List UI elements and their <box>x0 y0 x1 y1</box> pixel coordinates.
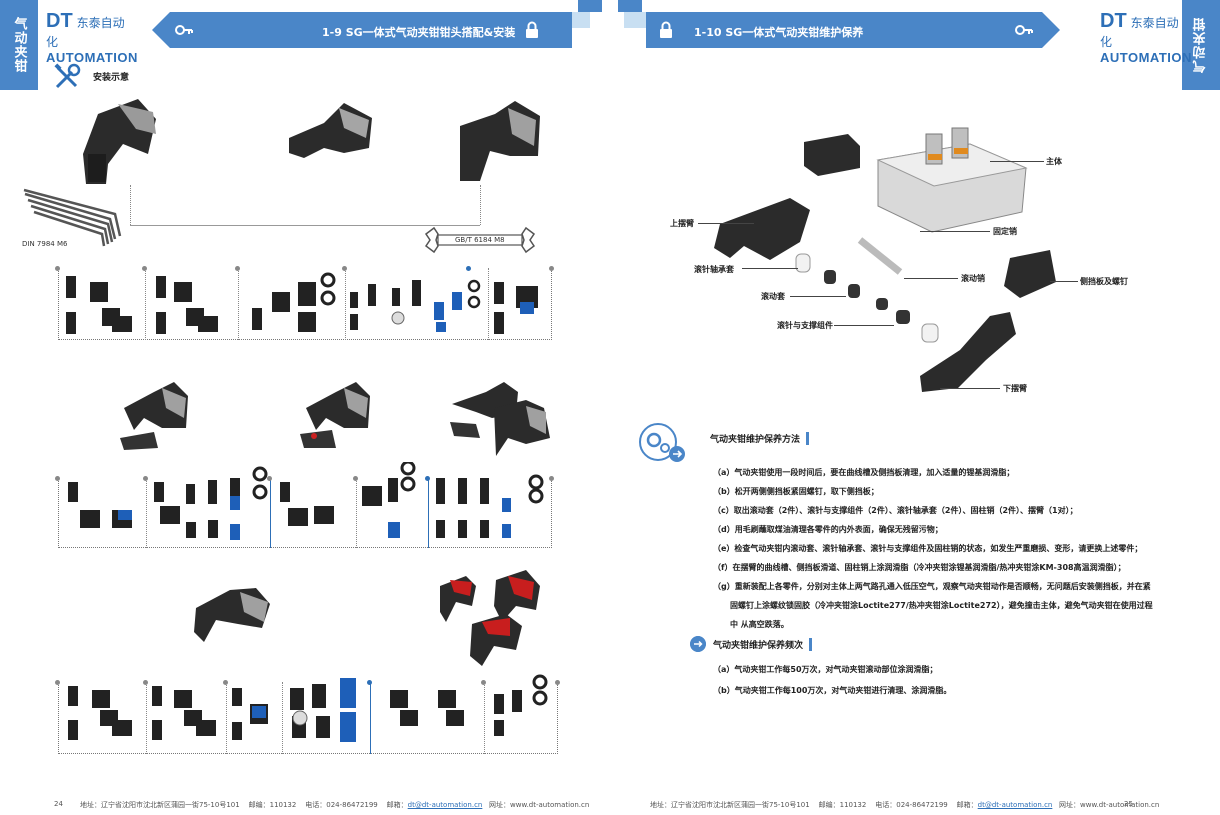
footer-address: 地址：辽宁省沈阳市沈北新区蒲园一街75-10号101 <box>650 801 810 809</box>
key-icon <box>1014 20 1034 40</box>
wrench-label: GB/T 6184 M8 <box>455 236 505 244</box>
lock-icon <box>656 20 676 40</box>
logo-dt: DT <box>1100 10 1127 32</box>
maintenance-list: （a）气动夹钳使用一段时间后，要在曲线槽及侧挡板清理，加入适量的锂基润滑脂； （… <box>713 463 1183 634</box>
callout-needle-bearing-sleeve: 滚针轴承套 <box>694 265 734 274</box>
footer-postcode: 邮编：110132 <box>818 801 867 809</box>
banner-title: 1-9 SG一体式气动夹钳钳头搭配&安装 <box>322 26 516 39</box>
footer-postcode: 邮编：110132 <box>248 801 297 809</box>
callout-fixed-pin: 固定销 <box>993 227 1017 236</box>
center-decoration <box>568 0 658 40</box>
footer-phone: 电话：024-86472199 <box>305 801 378 809</box>
logo-cn: 东泰自动化 <box>1100 16 1179 49</box>
section-banner-right: 1-10 SG一体式气动夹钳维护保养 <box>646 12 1060 48</box>
footer-email-link[interactable]: dt@dt-automation.cn <box>977 801 1053 809</box>
page-number-right: 25 <box>1124 800 1133 808</box>
maintenance-item: （a）气动夹钳使用一段时间后，要在曲线槽及侧挡板清理，加入适量的锂基润滑脂； <box>713 468 1015 477</box>
parts-row-3 <box>58 682 558 754</box>
gripper-head-image <box>460 101 540 181</box>
tools-icon <box>54 63 81 89</box>
gripper-head-image <box>300 382 370 448</box>
maintenance-title: 气动夹钳维护保养方法 <box>710 432 810 445</box>
maintenance-item-continued: 中 从高空跌落。 <box>730 620 789 629</box>
logo-dt: DT <box>46 10 73 32</box>
cycle-item: （b）气动夹钳工作每100万次，对气动夹钳进行清理、涂润滑脂。 <box>713 686 952 695</box>
wrench-image <box>424 226 536 254</box>
gripper-head-image <box>289 103 372 158</box>
maintenance-item: （b）松开两侧侧挡板紧固螺钉，取下侧挡板； <box>713 487 879 496</box>
callout-rolling-sleeve: 滚动套 <box>761 292 785 301</box>
cycle-title: 气动夹钳维护保养频次 <box>713 638 813 651</box>
maintenance-item: （c）取出滚动套（2件）、滚针与支撑组件（2件）、滚针轴承套（2件）、固柱销（2… <box>713 506 1078 515</box>
callout-rolling-pin: 滚动销 <box>961 274 985 283</box>
parts-kit-image <box>68 674 548 742</box>
side-tab-left: 气动夹钳 <box>0 0 38 90</box>
connector-line <box>130 185 131 225</box>
section-banner-left: 1-9 SG一体式气动夹钳钳头搭配&安装 <box>152 12 572 48</box>
maintenance-item: （e）检查气动夹钳内滚动套、滚针轴承套、滚针与支撑组件及固柱销的状态，如发生严重… <box>713 544 1143 553</box>
footer-left: 地址：辽宁省沈阳市沈北新区蒲园一街75-10号101 邮编：110132 电话：… <box>80 800 589 810</box>
logo-cn: 东泰自动化 <box>46 16 125 49</box>
logo-automation: AUTOMATION <box>46 50 138 65</box>
footer-web: 网址：www.dt-automation.cn <box>1059 801 1160 809</box>
parts-row-2 <box>58 478 552 548</box>
banner-title: 1-10 SG一体式气动夹钳维护保养 <box>694 26 864 39</box>
gripper-head-image <box>450 382 550 456</box>
cycle-list: （a）气动夹钳工作每50万次，对气动夹钳滚动部位涂润滑脂； （b）气动夹钳工作每… <box>713 659 951 701</box>
install-section-label: 安装示意 <box>93 73 130 83</box>
footer-email-link[interactable]: dt@dt-automation.cn <box>407 801 483 809</box>
connector-line <box>130 225 480 226</box>
footer-address: 地址：辽宁省沈阳市沈北新区蒲园一街75-10号101 <box>80 801 240 809</box>
footer-web: 网址：www.dt-automation.cn <box>489 801 590 809</box>
callout-needle-support: 滚针与支撑组件 <box>777 321 833 330</box>
footer-email-label: 邮箱： <box>956 801 978 809</box>
callout-side-plate-screws: 侧挡板及螺钉 <box>1080 277 1128 286</box>
logo-automation: AUTOMATION <box>1100 50 1192 65</box>
hex-key-set-image <box>23 188 122 247</box>
maintenance-item-continued: 固螺钉上涂螺纹锁固胶（冷冲夹钳涂Loctite277/热冲夹钳涂Loctite2… <box>730 601 1153 610</box>
maintenance-item: （f）在摆臂的曲线槽、侧挡板滑道、固柱销上涂润滑脂（冷冲夹钳涂锂基润滑脂/热冲夹… <box>713 563 1126 572</box>
footer-phone: 电话：024-86472199 <box>875 801 948 809</box>
gripper-head-image <box>440 570 540 666</box>
parts-row-1 <box>58 268 552 340</box>
footer-email-label: 邮箱： <box>386 801 408 809</box>
key-icon <box>175 25 193 35</box>
gripper-head-image <box>120 382 188 450</box>
gears-icon <box>639 423 685 462</box>
maintenance-item: （d）用毛刷蘸取煤油清理各零件的内外表面，确保无残留污物； <box>713 525 943 534</box>
callout-lower-arm: 下摆臂 <box>1003 384 1027 393</box>
connector-line <box>480 185 481 225</box>
callout-upper-arm: 上摆臂 <box>670 219 694 228</box>
gripper-head-image <box>83 99 156 184</box>
gripper-head-image <box>194 588 270 642</box>
cycle-icon <box>690 636 706 652</box>
exploded-view-image <box>714 127 1056 392</box>
maintenance-item: （g）重新装配上各零件，分别对主体上两气路孔通入低压空气，观察气动夹钳动作是否顺… <box>713 582 1151 591</box>
parts-kit-image <box>68 462 544 540</box>
parts-kit-image <box>66 272 538 334</box>
footer-right: 地址：辽宁省沈阳市沈北新区蒲园一街75-10号101 邮编：110132 电话：… <box>650 800 1159 810</box>
hex-key-label: DIN 7984 M6 <box>22 240 68 248</box>
lock-icon <box>526 21 538 38</box>
page-number-left: 24 <box>54 800 63 808</box>
callout-body: 主体 <box>1046 157 1062 166</box>
cycle-item: （a）气动夹钳工作每50万次，对气动夹钳滚动部位涂润滑脂； <box>713 665 938 674</box>
